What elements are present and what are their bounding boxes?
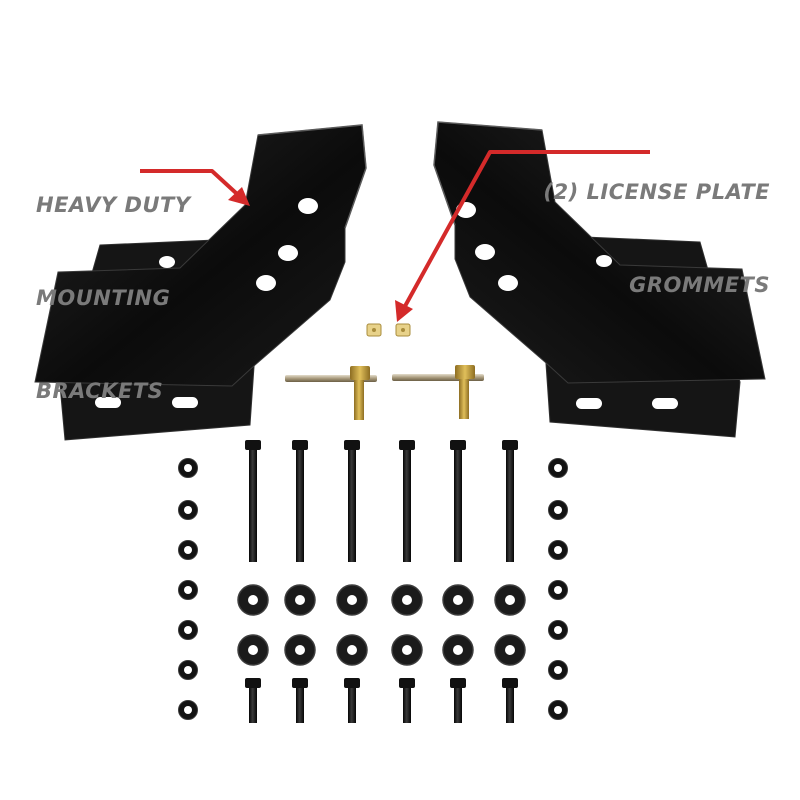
nut (178, 700, 198, 720)
nut (548, 458, 568, 478)
long-bolt (344, 440, 360, 562)
flat-washer (442, 584, 474, 616)
nut (548, 580, 568, 600)
flat-washer (494, 584, 526, 616)
nuts (178, 458, 568, 720)
callout-line: HEAVY DUTY (36, 193, 191, 217)
nut (178, 500, 198, 520)
callout-line: GROMMETS (629, 273, 770, 297)
nut (548, 540, 568, 560)
nut (178, 660, 198, 680)
left-mounting-bracket (34, 124, 367, 441)
flat-washer (284, 634, 316, 666)
short-bolt (245, 678, 261, 723)
license-plate-grommets-callout: (2) LICENSE PLATE GROMMETS (543, 115, 770, 332)
callout-line: BRACKETS (36, 379, 164, 403)
nut (548, 660, 568, 680)
short-bolt (344, 678, 360, 723)
short-bolt (292, 678, 308, 723)
nut (548, 700, 568, 720)
long-bolt (399, 440, 415, 562)
short-bolt (502, 678, 518, 723)
flat-washer (336, 634, 368, 666)
license-plate-grommets (366, 323, 411, 337)
nut (178, 458, 198, 478)
flat-washer (391, 584, 423, 616)
short-bolt (399, 678, 415, 723)
flat-washer (442, 634, 474, 666)
callout-line: (2) LICENSE PLATE (543, 180, 770, 204)
nut (178, 540, 198, 560)
nut (548, 620, 568, 640)
long-bolt (502, 440, 518, 562)
short-bolts (245, 678, 518, 723)
short-bolt (450, 678, 466, 723)
nut (178, 620, 198, 640)
callout-line: MOUNTING (36, 286, 171, 310)
flat-washer (284, 584, 316, 616)
flat-washer (237, 584, 269, 616)
heavy-duty-brackets-callout: HEAVY DUTY MOUNTING BRACKETS (36, 128, 191, 438)
flat-washer (391, 634, 423, 666)
long-bolt (292, 440, 308, 562)
right-mounting-bracket (433, 121, 766, 438)
long-bolt (245, 440, 261, 562)
nut (178, 580, 198, 600)
long-bolt (450, 440, 466, 562)
flat-washer (336, 584, 368, 616)
long-bolts (245, 440, 518, 562)
flat-washer (237, 634, 269, 666)
license-plate-bolts (285, 365, 484, 420)
flat-washers (237, 584, 526, 666)
flat-washer (494, 634, 526, 666)
nut (548, 500, 568, 520)
callout-arrows (140, 150, 650, 322)
